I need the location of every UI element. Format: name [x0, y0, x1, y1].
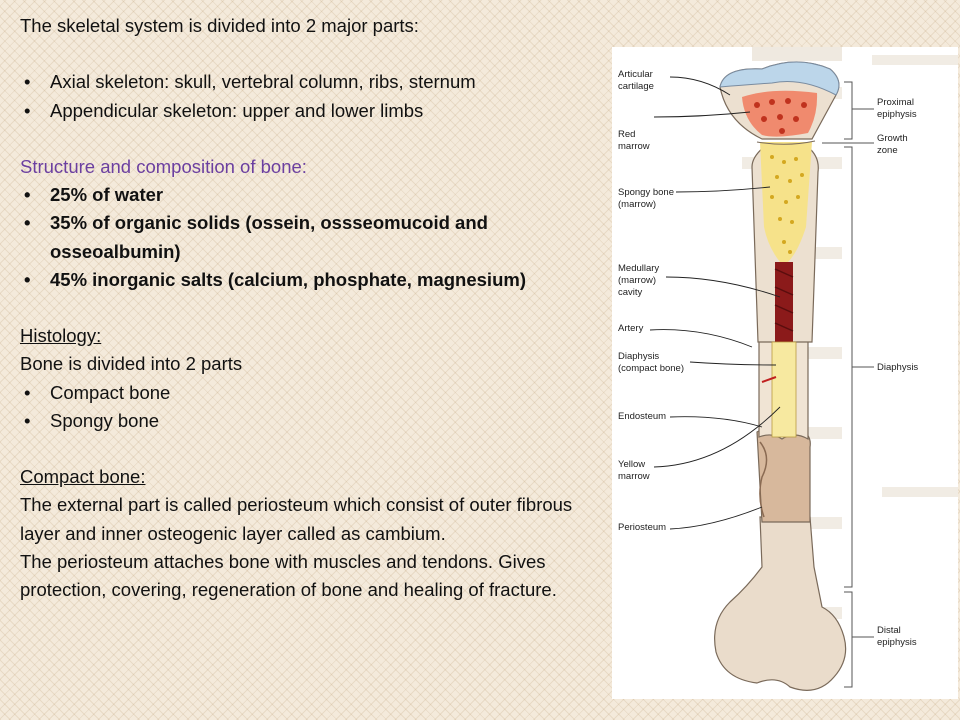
background-text-line	[882, 487, 958, 497]
spongy-dot	[782, 160, 786, 164]
red-marrow-dot	[777, 114, 783, 120]
long-bone-illustration: Articular cartilage Red marrow Spongy bo…	[618, 47, 958, 691]
label-red-marrow-1: Red	[618, 129, 635, 140]
bone-diagram: Articular cartilage Red marrow Spongy bo…	[612, 47, 958, 699]
artery-line	[761, 376, 777, 383]
label-artery: Artery	[618, 323, 644, 334]
red-marrow-dot	[785, 98, 791, 104]
spongy-dot	[790, 220, 794, 224]
articular-cartilage-cap	[719, 61, 840, 96]
label-diaphysis-1: Diaphysis	[618, 351, 659, 362]
label-diaphysis-right: Diaphysis	[877, 362, 918, 373]
red-marrow-dot	[761, 116, 767, 122]
compact-paragraph-2: The periosteum attaches bone with muscle…	[20, 550, 557, 600]
periosteum-leader	[669, 506, 763, 530]
spongy-dot	[794, 157, 798, 161]
list-item-inorganic: 45% inorganic salts (calcium, phosphate,…	[20, 266, 610, 294]
red-marrow-dot	[769, 99, 775, 105]
label-proximal-epiphysis-2: epiphysis	[877, 109, 917, 120]
background-text-line	[802, 517, 842, 529]
spongy-dot	[788, 179, 792, 183]
spongy-dot	[770, 155, 774, 159]
label-distal-epiphysis-2: epiphysis	[877, 637, 917, 648]
red-marrow-leader	[653, 111, 751, 118]
label-articular-cartilage-2: cartilage	[618, 81, 654, 92]
yellow-marrow-leader	[653, 406, 781, 468]
label-diaphysis-2: (compact bone)	[618, 363, 684, 374]
right-brackets	[822, 81, 874, 688]
compact-heading: Compact bone:	[20, 466, 146, 488]
spongy-dot	[800, 173, 804, 177]
histology-line: Bone is divided into 2 parts	[20, 353, 243, 375]
red-marrow-region	[742, 90, 818, 137]
list-item-compact: Compact bone	[20, 379, 610, 407]
diaphysis-leader-left	[689, 361, 777, 366]
label-yellow-marrow-1: Yellow	[618, 459, 645, 470]
compact-paragraph-1: The external part is called periosteum w…	[20, 494, 573, 544]
medullary-texture	[774, 268, 794, 332]
list-item-organic: 35% of organic solids (ossein, ossseomuc…	[20, 209, 610, 265]
slide-text: The skeletal system is divided into 2 ma…	[20, 12, 610, 604]
endosteum-leader	[669, 416, 763, 428]
proximal-epiphysis-bracket	[844, 81, 853, 140]
label-articular-cartilage-1: Articular	[618, 69, 653, 80]
spongy-dot	[784, 200, 788, 204]
red-marrow-dot	[779, 128, 785, 134]
label-spongy-bone-1: Spongy bone	[618, 187, 674, 198]
spongy-dot	[796, 195, 800, 199]
periosteum-flap	[759, 441, 768, 518]
list-item-appendicular: Appendicular skeleton: upper and lower l…	[20, 97, 610, 125]
red-marrow-dots	[754, 98, 807, 134]
distal-epiphysis-shape	[714, 516, 847, 691]
list-item-water: 25% of water	[20, 181, 610, 209]
label-distal-epiphysis-1: Distal	[877, 625, 901, 636]
medullary-cavity	[775, 262, 793, 342]
growth-zone-line	[756, 140, 816, 145]
label-red-marrow-2: marrow	[618, 141, 650, 152]
label-spongy-bone-2: (marrow)	[618, 199, 656, 210]
red-marrow-dot	[793, 116, 799, 122]
red-marrow-dot	[754, 102, 760, 108]
label-proximal-epiphysis-1: Proximal	[877, 97, 914, 108]
structure-heading: Structure and composition of bone:	[20, 155, 307, 177]
background-text-line	[872, 55, 958, 65]
red-marrow-dot	[801, 102, 807, 108]
label-medullary-3: cavity	[618, 287, 643, 298]
spongy-dot	[770, 195, 774, 199]
spongy-dot	[782, 240, 786, 244]
yellow-marrow-region	[771, 341, 797, 438]
left-leaders	[649, 76, 781, 530]
label-growth-zone-1: Growth	[877, 133, 908, 144]
artery-leader	[649, 329, 753, 348]
articular-leader	[669, 76, 731, 96]
list-item-axial: Axial skeleton: skull, vertebral column,…	[20, 68, 610, 96]
intro-text: The skeletal system is divided into 2 ma…	[20, 15, 419, 36]
label-periosteum: Periosteum	[618, 522, 666, 533]
label-endosteum: Endosteum	[618, 411, 666, 422]
spongy-dot	[775, 175, 779, 179]
spongy-leader	[675, 186, 771, 193]
label-medullary-2: (marrow)	[618, 275, 656, 286]
spongy-bone-dots	[770, 155, 804, 254]
medullary-leader	[665, 276, 781, 298]
label-yellow-marrow-2: marrow	[618, 471, 650, 482]
background-text-line	[752, 47, 842, 61]
diaphysis-bracket	[844, 146, 853, 588]
lower-shaft-shape	[756, 428, 811, 523]
label-medullary-1: Medullary	[618, 263, 659, 274]
list-item-spongy: Spongy bone	[20, 407, 610, 435]
histology-heading: Histology:	[20, 325, 102, 347]
spongy-dot	[788, 250, 792, 254]
distal-epiphysis-bracket	[844, 591, 853, 688]
label-growth-zone-2: zone	[877, 145, 898, 156]
spongy-dot	[778, 217, 782, 221]
